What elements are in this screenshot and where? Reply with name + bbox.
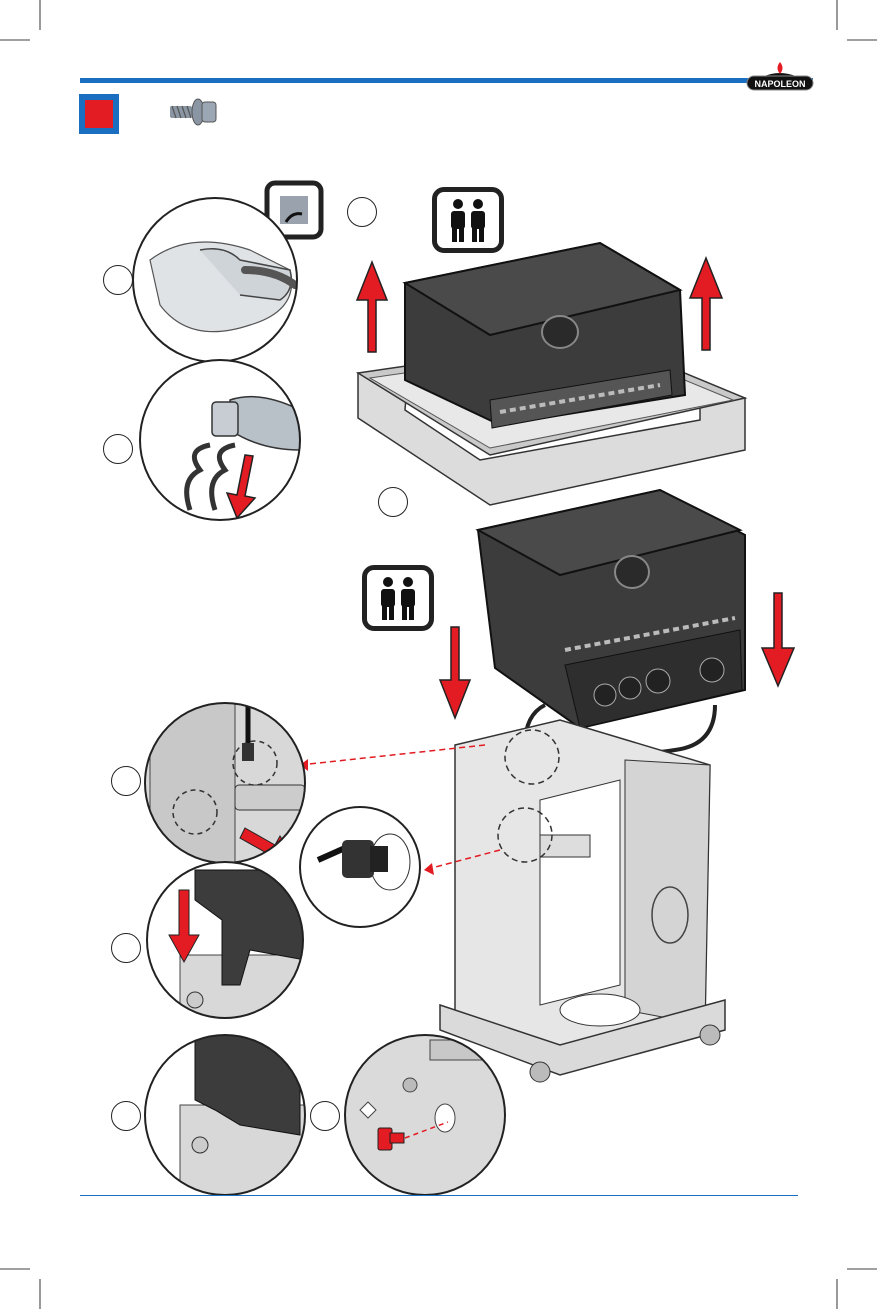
red-arrow-up-right <box>690 258 722 350</box>
grill-head-illustration <box>405 243 685 428</box>
red-arrow-down-left <box>440 627 470 718</box>
detail-hose-connection <box>140 700 310 870</box>
red-arrow-up-left <box>357 262 387 352</box>
detail-regulator <box>300 807 420 927</box>
cart-illustration <box>440 720 725 1082</box>
footer-rule <box>80 1195 798 1196</box>
red-arrow-down-right <box>762 593 794 686</box>
